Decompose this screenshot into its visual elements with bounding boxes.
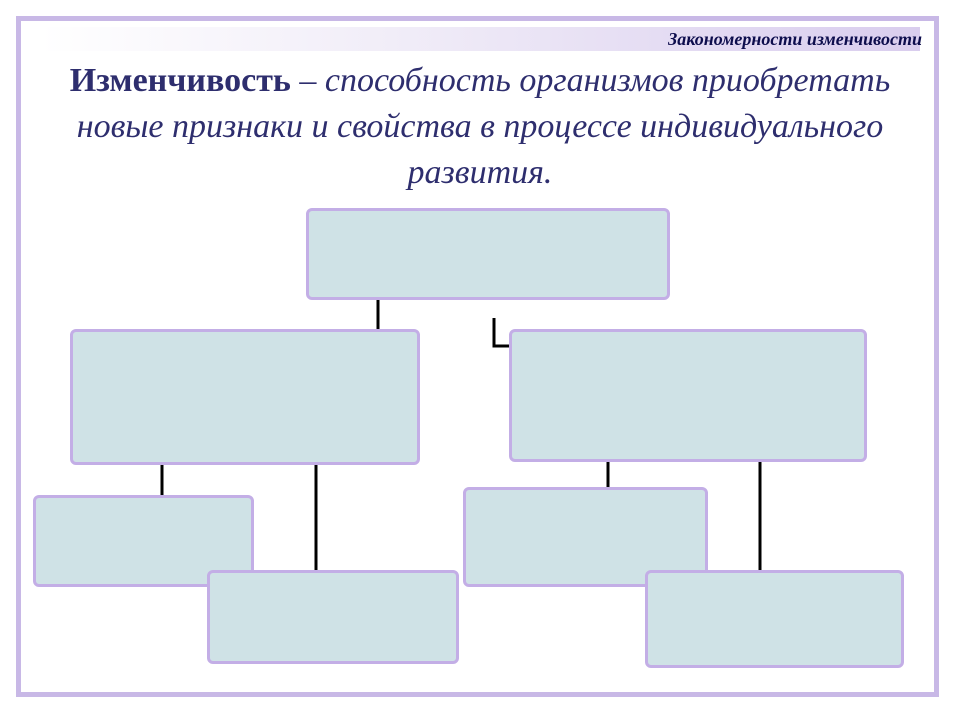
diagram-box-level2-left	[70, 329, 420, 465]
definition-term: Изменчивость	[69, 62, 291, 99]
diagram-box-root	[306, 208, 670, 300]
header-title: Закономерности изменчивости	[668, 29, 922, 49]
diagram-box-level2-right	[509, 329, 867, 462]
slide-frame	[16, 16, 939, 697]
connector-root-right	[492, 318, 512, 348]
diagram-box-leaf-4	[645, 570, 904, 668]
diagram-box-leaf-2	[207, 570, 459, 664]
definition-text: Изменчивость – способность организмов пр…	[40, 58, 920, 196]
header-band	[40, 27, 920, 51]
definition-rest: – способность организмов приобретать нов…	[76, 62, 891, 191]
